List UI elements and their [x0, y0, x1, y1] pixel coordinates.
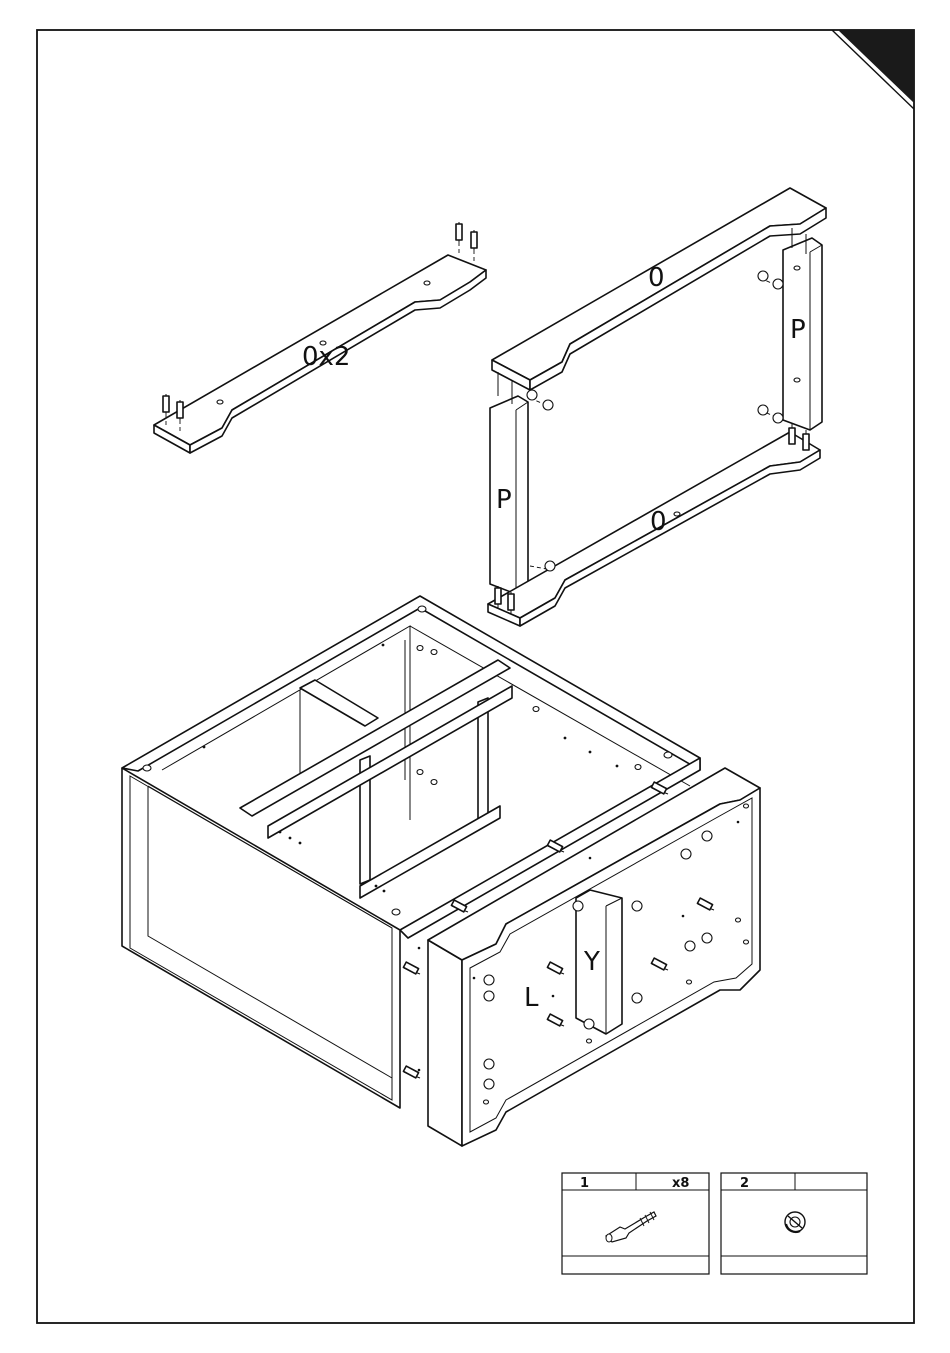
parts-legend: 1 x8 2 [562, 1173, 867, 1274]
panel-0-single: 0x2 [154, 222, 486, 453]
panel-label-frame-right: P [790, 315, 806, 345]
corner-tab [838, 30, 914, 103]
panel-label-frame-bottom: 0 [650, 507, 667, 537]
panel-label-frame-top: 0 [648, 263, 665, 293]
front-panel-assembly: Y L [403, 768, 760, 1146]
part-1-quantity: x8 [672, 1176, 689, 1191]
part-box-2: 2 [721, 1173, 867, 1274]
part-box-1: 1 x8 [562, 1173, 709, 1274]
panel-label-frame-left: P [496, 485, 512, 515]
panel-label-0x2: 0x2 [302, 342, 350, 372]
frame-assembly: 0 P P 0 [488, 188, 826, 626]
panel-label-divider: Y [583, 947, 600, 977]
part-1-number: 1 [580, 1176, 589, 1191]
part-2-number: 2 [740, 1176, 749, 1191]
cam-lock-icon [785, 1212, 805, 1232]
panel-label-front: L [524, 983, 539, 1013]
